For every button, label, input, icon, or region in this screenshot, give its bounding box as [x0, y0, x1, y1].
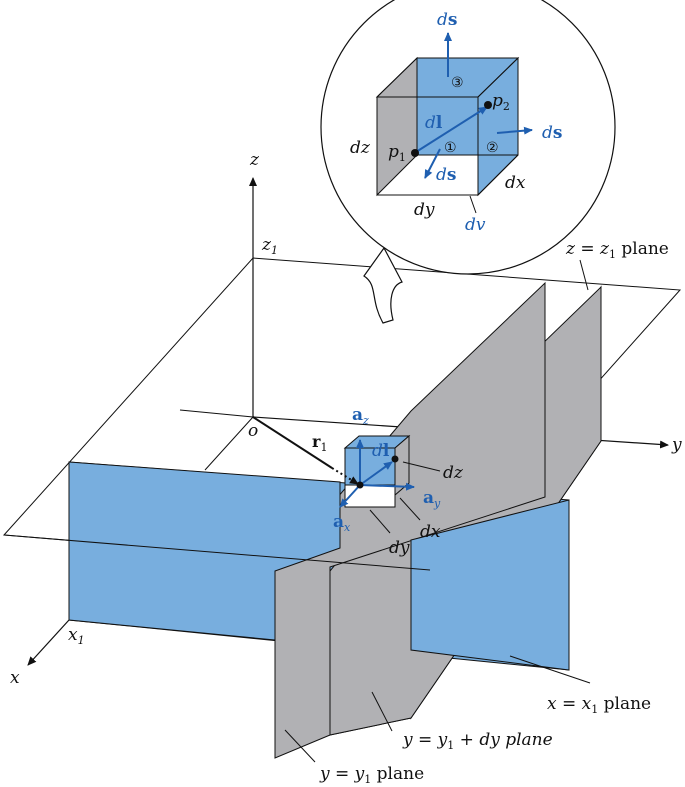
inset-ds-right — [496, 126, 533, 135]
inset-dv-label: dv — [465, 215, 486, 235]
dl-vector — [359, 461, 393, 486]
small-dy-label: dy — [389, 538, 410, 558]
ydy-plane-label: y = y1 + dy plane — [402, 730, 553, 752]
x-axis-label: x — [10, 668, 20, 688]
inset-dv-leader — [469, 195, 477, 214]
x1-label: x1 — [68, 625, 85, 647]
z-plane-front-edge — [3, 534, 431, 571]
dl-label: dl — [372, 441, 390, 461]
x-plane-right — [410, 499, 570, 671]
zoom-arrow — [363, 246, 403, 324]
ax-vector — [339, 484, 361, 508]
r1-vector — [252, 416, 333, 469]
z-plane-leader — [579, 259, 589, 291]
inset-dl — [415, 106, 488, 153]
point-p1 — [356, 481, 364, 489]
dx-leader — [399, 497, 421, 521]
x-plane-leader — [509, 655, 591, 684]
inset-p2-point — [484, 101, 492, 109]
inset-ds-top-label: ds — [437, 10, 457, 30]
dz-leader — [402, 461, 441, 472]
y-plane-leader — [284, 729, 316, 763]
small-dx-label: dx — [420, 522, 441, 542]
z-plane-label: z = z1 plane — [565, 239, 669, 261]
inset-face-1: ① — [444, 140, 457, 156]
inset-p1-point — [411, 149, 419, 157]
inset-cube-bottom-right — [477, 154, 519, 196]
dy-leader — [369, 509, 391, 534]
inset-ds-front-label: ds — [436, 165, 456, 185]
inset-ds-front — [424, 148, 441, 179]
x-axis-back — [204, 416, 254, 471]
ay-label: ay — [423, 488, 441, 510]
inset-dx-label: dx — [505, 173, 526, 193]
z-axis-label: z — [249, 150, 260, 170]
ydy-plane-leader — [371, 691, 393, 732]
x-axis — [27, 619, 70, 666]
inset-p2-label: p2 — [492, 91, 510, 113]
x-plane-label: x = x1 plane — [547, 694, 651, 716]
inset-dl-label: dl — [425, 113, 443, 133]
y-plane-label: y = y1 plane — [319, 764, 424, 786]
small-dz-label: dz — [443, 463, 464, 483]
inset-face-2: ② — [486, 140, 499, 156]
r1-label: r1 — [312, 432, 327, 454]
ax-label: ax — [333, 512, 351, 534]
inset-face-3: ③ — [451, 75, 464, 91]
inset-p1-label: p1 — [388, 142, 406, 164]
origin-label: o — [248, 421, 258, 441]
y-axis-label: y — [671, 435, 682, 455]
ay-vector — [359, 482, 415, 491]
inset-ds-right-label: ds — [542, 123, 562, 143]
z1-label: z1 — [261, 235, 278, 257]
inset-dz-label: dz — [350, 138, 371, 158]
inset-cube-top — [375, 57, 520, 98]
inset-dy-label: dy — [414, 200, 435, 220]
point-p2 — [391, 455, 399, 463]
r1-vector-dotted — [331, 467, 359, 485]
az-label: az — [352, 405, 369, 427]
cube-bottom — [344, 484, 396, 508]
y-axis-back — [179, 409, 254, 418]
